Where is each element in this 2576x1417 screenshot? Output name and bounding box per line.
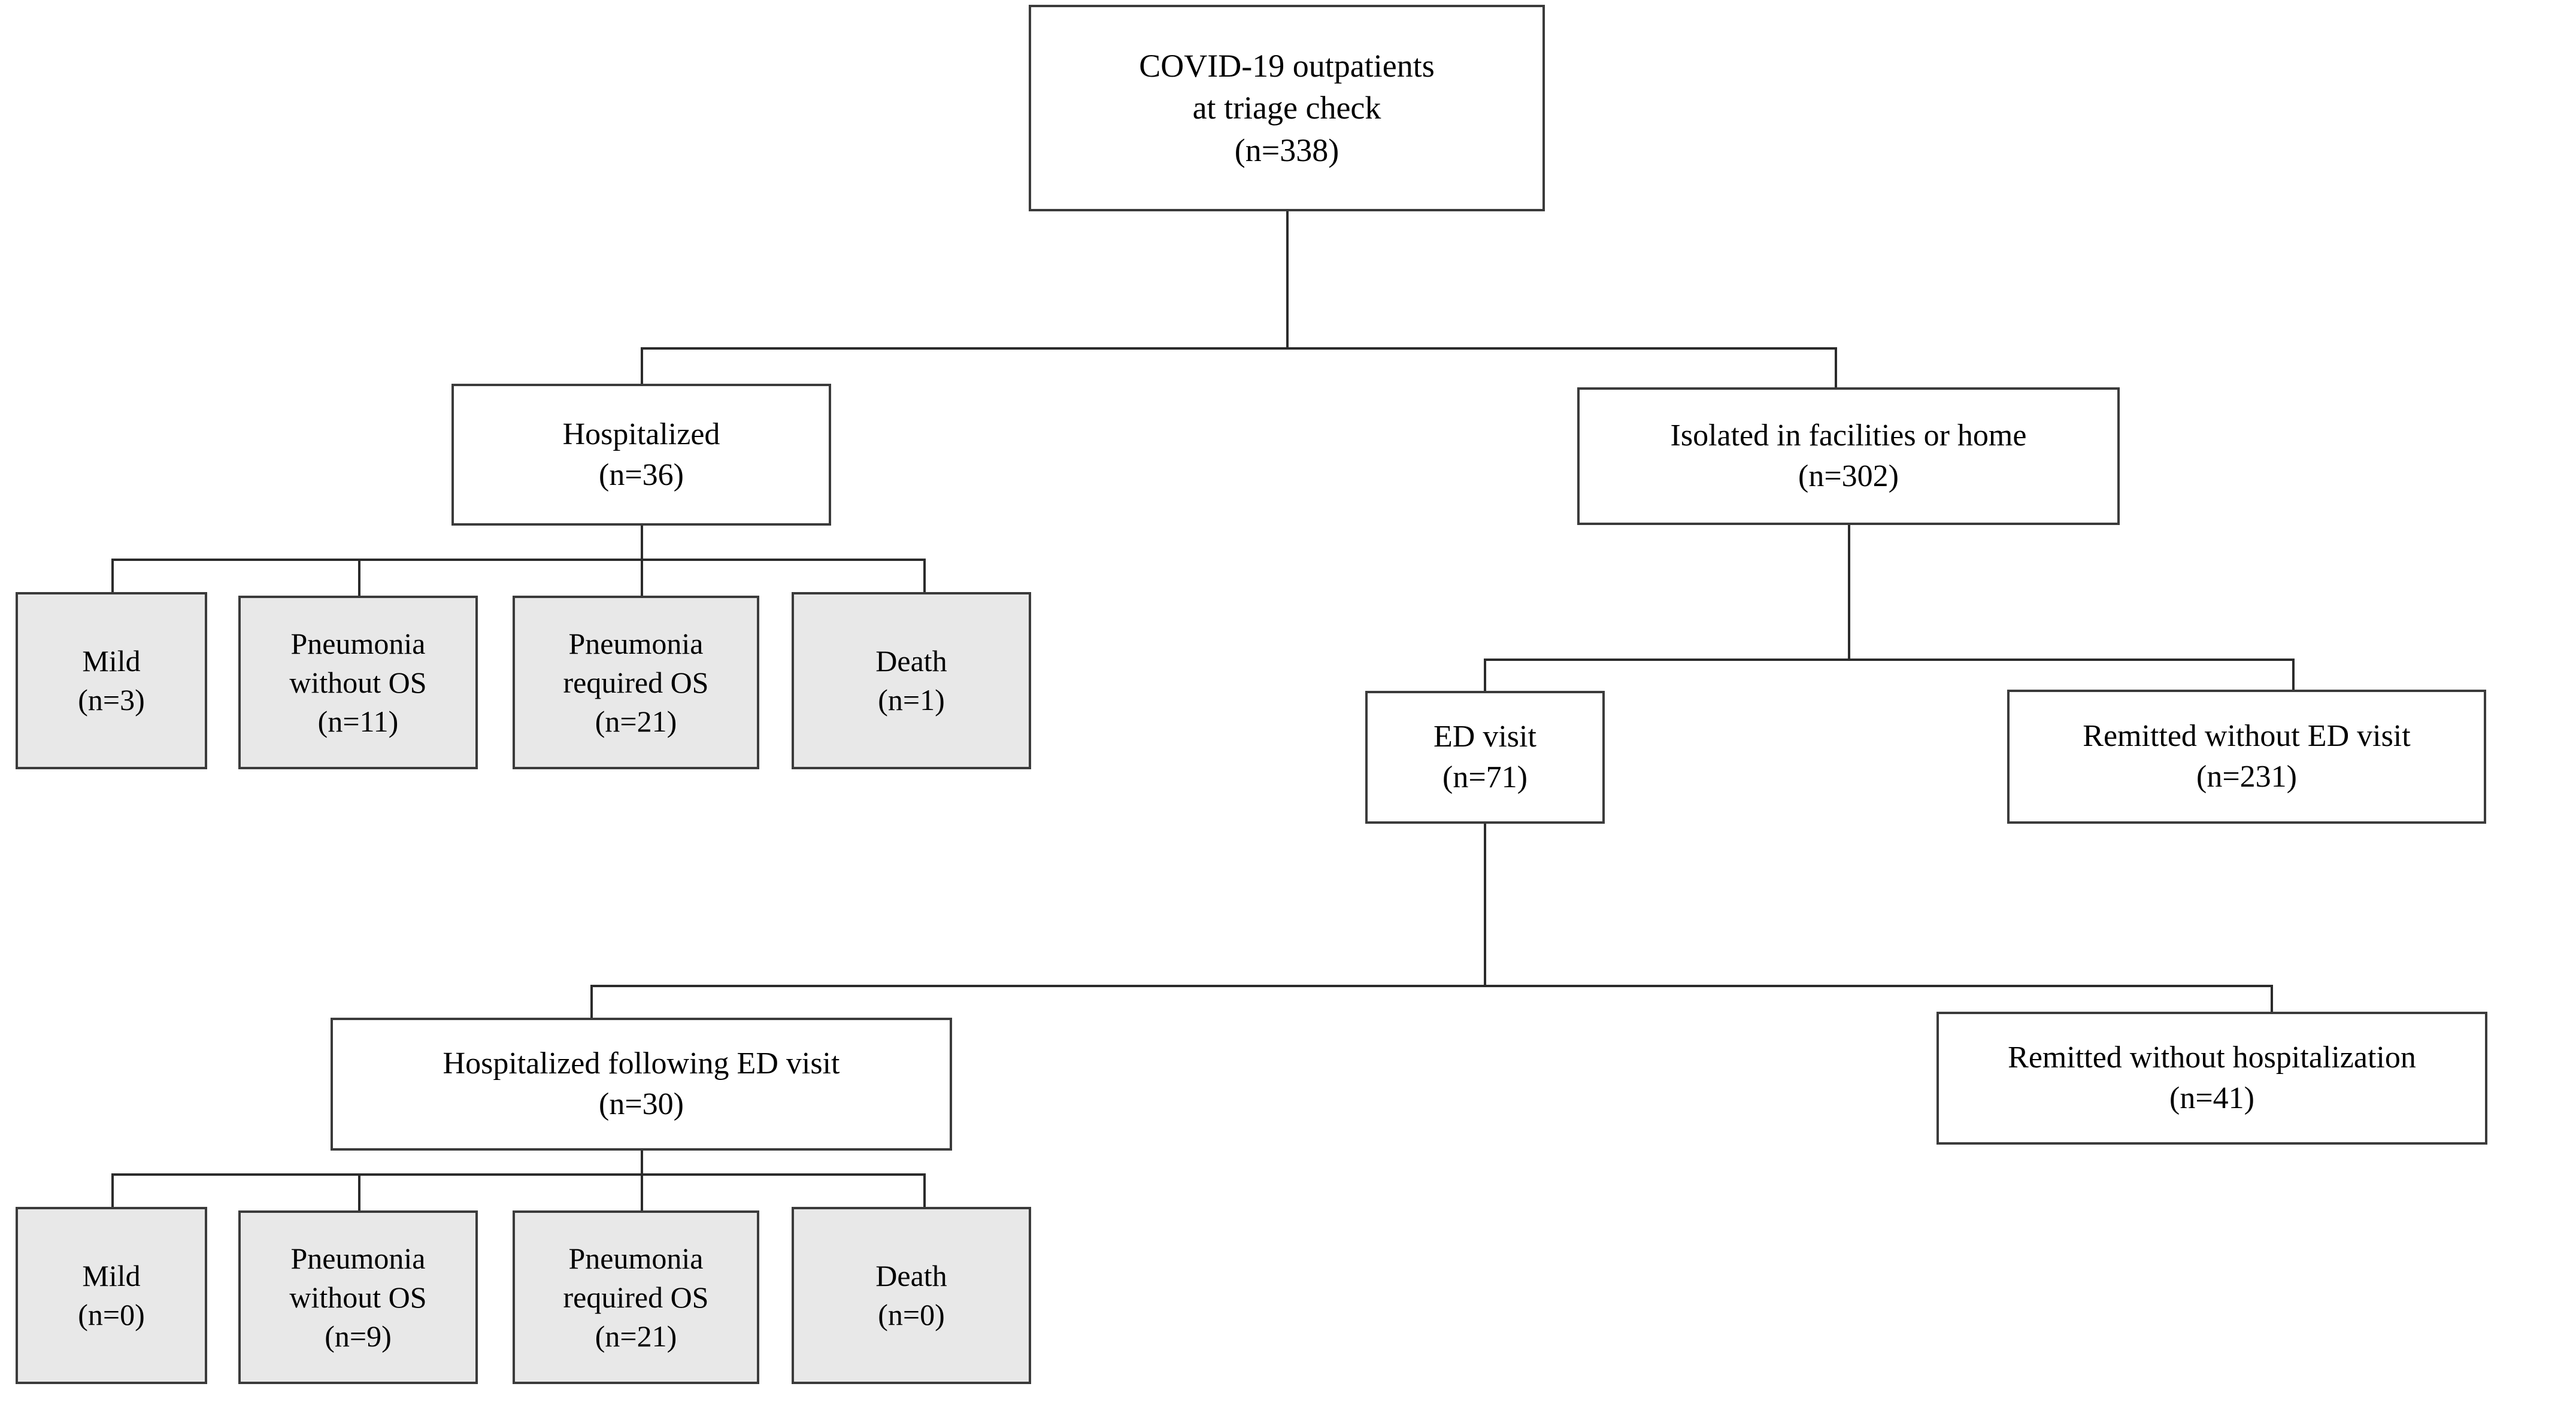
node-ed-pneumonia-without-os-line3: (n=9) <box>325 1319 392 1353</box>
node-hosp-pneumonia-without-os-line2: without OS <box>289 665 427 699</box>
connector-to-hospitalized <box>641 347 643 384</box>
connector-to-ed-mild <box>111 1173 114 1207</box>
node-hospitalized[interactable]: Hospitalized (n=36) <box>451 384 831 526</box>
node-ed-death-line1: Death <box>875 1259 947 1292</box>
node-root[interactable]: COVID-19 outpatients at triage check (n=… <box>1029 5 1545 211</box>
node-isolated[interactable]: Isolated in facilities or home (n=302) <box>1577 387 2120 525</box>
node-ed-pneumonia-without-os-line1: Pneumonia <box>290 1241 426 1275</box>
connector-isolated-stem <box>1848 524 1850 660</box>
node-ed-death[interactable]: Death (n=0) <box>792 1207 1031 1384</box>
connector-level1-bus <box>641 347 1837 350</box>
node-hosp-pneumonia-without-os-line1: Pneumonia <box>290 626 426 660</box>
node-remitted-without-hospitalization-line1: Remitted without hospitalization <box>2008 1040 2416 1075</box>
node-hosp-pneumonia-required-os[interactable]: Pneumonia required OS (n=21) <box>513 596 759 769</box>
node-ed-pneumonia-required-os-line2: required OS <box>563 1280 709 1314</box>
node-hosp-pneumonia-required-os-line1: Pneumonia <box>568 626 704 660</box>
node-remitted-without-ed-visit-line1: Remitted without ED visit <box>2083 719 2411 754</box>
node-ed-mild-line1: Mild <box>82 1259 141 1292</box>
connector-to-remitted-without-ed <box>2292 659 2295 693</box>
node-root-line3: (n=338) <box>1234 132 1339 168</box>
node-ed-pneumonia-without-os[interactable]: Pneumonia without OS (n=9) <box>238 1210 478 1384</box>
node-ed-mild[interactable]: Mild (n=0) <box>16 1207 207 1384</box>
node-hosp-mild-line2: (n=3) <box>78 683 145 717</box>
node-remitted-without-hospitalization-line2: (n=41) <box>2169 1081 2254 1115</box>
node-ed-pneumonia-required-os[interactable]: Pneumonia required OS (n=21) <box>513 1210 759 1384</box>
node-ed-visit[interactable]: ED visit (n=71) <box>1365 691 1605 824</box>
node-isolated-line1: Isolated in facilities or home <box>1670 418 2027 453</box>
node-remitted-without-ed-visit-line2: (n=231) <box>2196 760 2297 794</box>
connector-to-isolated <box>1835 347 1837 388</box>
connector-to-hosp-death <box>923 559 926 593</box>
node-hospitalized-following-ed-visit-line1: Hospitalized following ED visit <box>443 1046 840 1081</box>
node-hospitalized-line1: Hospitalized <box>562 417 720 451</box>
node-hosp-pneumonia-required-os-line2: required OS <box>563 665 709 699</box>
node-hosp-death-line1: Death <box>875 644 947 678</box>
node-ed-mild-line2: (n=0) <box>78 1298 145 1331</box>
node-ed-death-line2: (n=0) <box>878 1298 945 1331</box>
connector-to-hosp-mild <box>111 559 114 593</box>
node-hosp-pneumonia-without-os[interactable]: Pneumonia without OS (n=11) <box>238 596 478 769</box>
connector-hospitalized-stem <box>641 526 643 560</box>
connector-hosp-following-ed-stem <box>641 1150 643 1175</box>
connector-to-hosp-pneu-without-os <box>358 559 360 596</box>
node-remitted-without-ed-visit[interactable]: Remitted without ED visit (n=231) <box>2007 690 2486 824</box>
connector-ed-visit-stem <box>1484 823 1486 986</box>
node-ed-pneumonia-required-os-line1: Pneumonia <box>568 1241 704 1275</box>
connector-to-ed-visit <box>1484 659 1486 691</box>
node-hosp-mild[interactable]: Mild (n=3) <box>16 592 207 769</box>
connector-to-hosp-following-ed <box>590 985 593 1019</box>
node-ed-visit-line2: (n=71) <box>1442 760 1528 794</box>
connector-ed-visit-bus <box>590 985 2273 987</box>
node-root-line1: COVID-19 outpatients <box>1139 48 1435 84</box>
node-ed-pneumonia-without-os-line2: without OS <box>289 1280 427 1314</box>
node-hosp-death[interactable]: Death (n=1) <box>792 592 1031 769</box>
connector-to-ed-death <box>923 1173 926 1207</box>
connector-hospitalized-bus <box>111 559 926 561</box>
connector-bottom-bus <box>111 1173 926 1176</box>
node-ed-visit-line1: ED visit <box>1434 720 1536 754</box>
node-ed-pneumonia-required-os-line3: (n=21) <box>595 1319 677 1353</box>
connector-root-stem <box>1286 211 1289 348</box>
node-hospitalized-line2: (n=36) <box>599 457 684 492</box>
node-hosp-pneumonia-without-os-line3: (n=11) <box>317 704 399 738</box>
connector-to-hosp-pneu-required-os <box>641 559 643 596</box>
connector-to-ed-pneu-without-os <box>358 1173 360 1211</box>
node-hosp-pneumonia-required-os-line3: (n=21) <box>595 704 677 738</box>
node-isolated-line2: (n=302) <box>1798 459 1899 493</box>
connector-to-ed-pneu-required-os <box>641 1173 643 1211</box>
connector-to-remitted-without-hosp <box>2271 985 2273 1013</box>
node-root-line2: at triage check <box>1192 90 1381 126</box>
node-hospitalized-following-ed-visit[interactable]: Hospitalized following ED visit (n=30) <box>331 1018 952 1151</box>
node-remitted-without-hospitalization[interactable]: Remitted without hospitalization (n=41) <box>1936 1012 2487 1145</box>
connector-isolated-bus <box>1484 659 2295 661</box>
node-hosp-death-line2: (n=1) <box>878 683 945 717</box>
node-hospitalized-following-ed-visit-line2: (n=30) <box>599 1087 684 1121</box>
node-hosp-mild-line1: Mild <box>82 644 141 678</box>
